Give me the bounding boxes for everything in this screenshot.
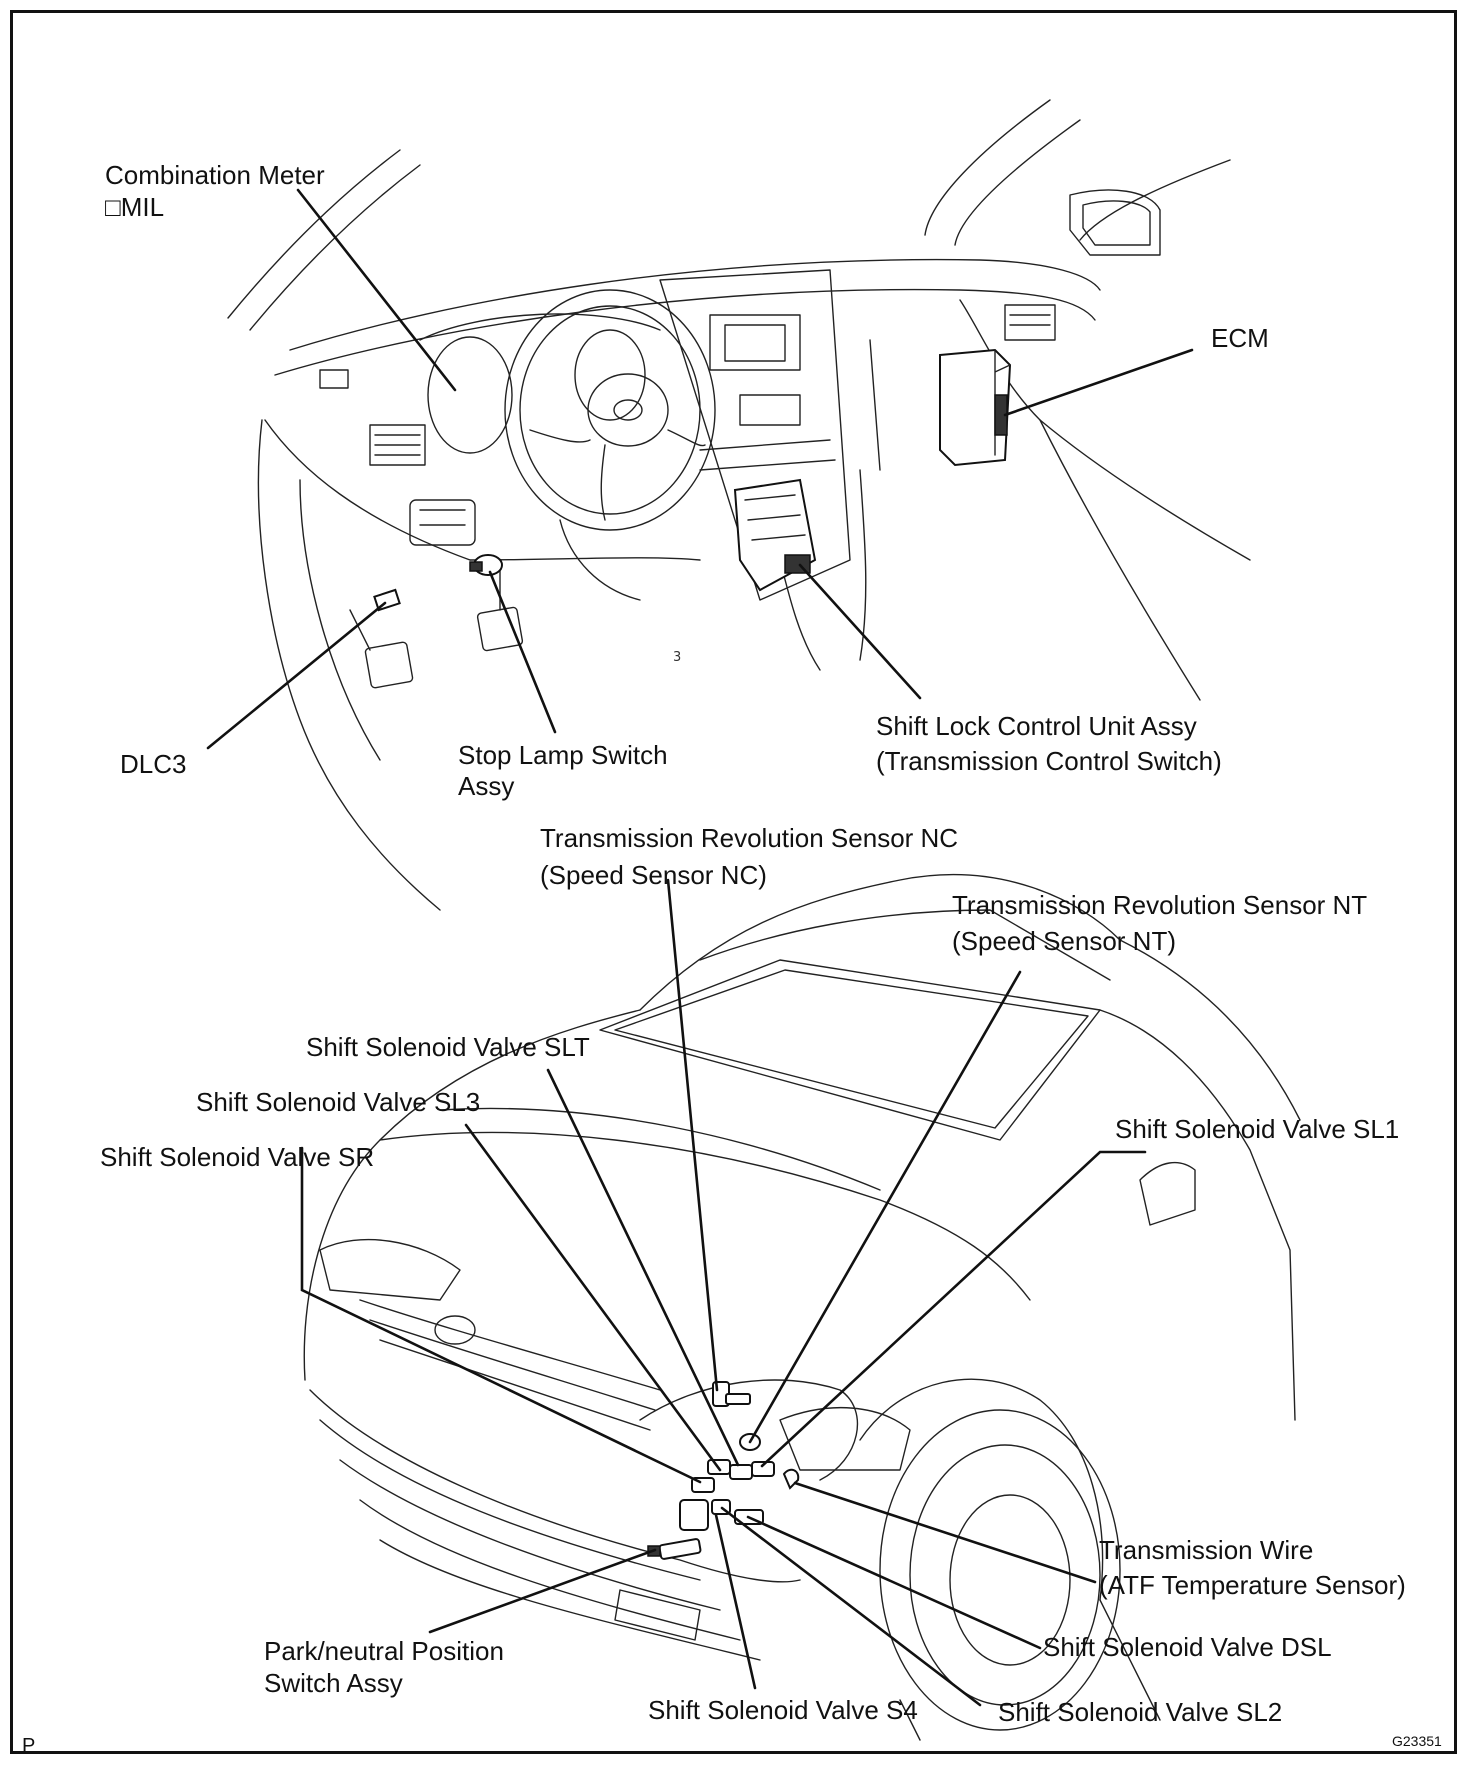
dashboard-illustration (227, 99, 1251, 911)
label-solenoid-sl3: Shift Solenoid Valve SL3 (196, 1087, 481, 1117)
label-park-neutral-switch: Park/neutral Position (264, 1636, 504, 1666)
leader-stop-lamp (488, 570, 557, 734)
leader-sl2 (720, 1506, 982, 1707)
label-stop-lamp-switch: Stop Lamp Switch (458, 740, 668, 770)
leader-dlc3 (206, 601, 387, 750)
corner-letter: P (22, 1735, 36, 1757)
label-rev-sensor-nc: Transmission Revolution Sensor NC (540, 823, 959, 853)
leader-slt (546, 1068, 740, 1467)
leader-combination-meter (296, 188, 457, 392)
label-solenoid-s4: Shift Solenoid Valve S4 (648, 1695, 918, 1725)
label-shift-lock-unit: Shift Lock Control Unit Assy (876, 711, 1197, 741)
leader-dsl (746, 1515, 1042, 1650)
label-shift-lock-subtitle: (Transmission Control Switch) (876, 746, 1222, 776)
label-solenoid-sr: Shift Solenoid Valve SR (100, 1142, 375, 1172)
label-atf-temp-sensor: (ATF Temperature Sensor) (1099, 1570, 1406, 1600)
leader-sr (300, 1146, 702, 1484)
leader-rev-nc (666, 878, 719, 1392)
label-rev-sensor-nt: Transmission Revolution Sensor NT (952, 890, 1368, 920)
label-stop-lamp-switch-assy: Assy (458, 771, 515, 801)
diagram-frame (10, 10, 1457, 1754)
label-solenoid-sl1: Shift Solenoid Valve SL1 (1115, 1114, 1400, 1144)
vehicle-illustration (303, 873, 1301, 1741)
leader-trans-wire (793, 1481, 1097, 1584)
leader-sl3 (464, 1123, 722, 1472)
label-solenoid-slt: Shift Solenoid Valve SLT (306, 1032, 590, 1062)
label-ecm: ECM (1211, 323, 1269, 353)
leader-shift-lock (798, 563, 922, 700)
label-speed-sensor-nc: (Speed Sensor NC) (540, 860, 767, 890)
leader-rev-nt (748, 970, 1022, 1444)
leader-sl1 (760, 1150, 1147, 1468)
label-solenoid-sl2: Shift Solenoid Valve SL2 (998, 1697, 1283, 1727)
figure-code: G23351 (1392, 1733, 1442, 1749)
leader-park-neutral (428, 1548, 657, 1634)
dash-part-mark: 3 (673, 650, 681, 665)
leader-s4 (714, 1513, 757, 1690)
leader-ecm (1003, 348, 1194, 417)
label-mil: □MIL (105, 192, 165, 222)
label-speed-sensor-nt: (Speed Sensor NT) (952, 926, 1176, 956)
label-combination-meter: Combination Meter (105, 160, 325, 190)
label-solenoid-dsl: Shift Solenoid Valve DSL (1043, 1632, 1332, 1662)
leader-lines (206, 188, 1194, 1707)
label-dlc3: DLC3 (120, 749, 187, 779)
label-park-neutral-assy: Switch Assy (264, 1668, 403, 1698)
label-transmission-wire: Transmission Wire (1099, 1535, 1314, 1565)
